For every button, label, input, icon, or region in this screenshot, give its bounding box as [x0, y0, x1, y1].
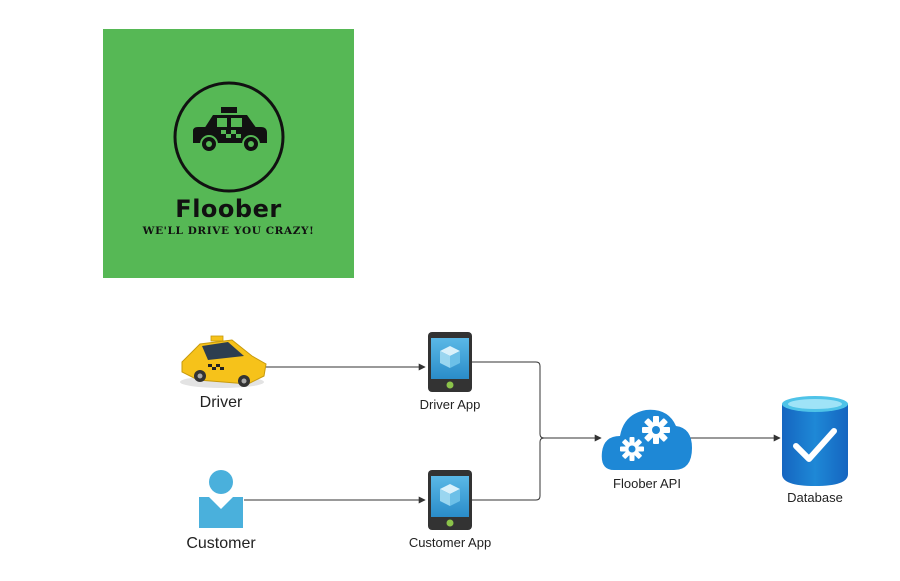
node-label-driver-app: Driver App — [419, 397, 481, 412]
database-check-icon — [782, 396, 848, 486]
customer-app-phone-icon — [428, 470, 472, 530]
logo-title: Floober — [175, 195, 282, 223]
edge-customer-app-to-api — [472, 437, 545, 501]
logo-tagline: WE'LL DRIVE YOU CRAZY! — [142, 225, 315, 237]
node-label-driver: Driver — [199, 394, 243, 411]
node-label-customer-app: Customer App — [408, 535, 492, 550]
user-icon — [199, 470, 243, 528]
floober-logo: Floober WE'LL DRIVE YOU CRAZY! — [103, 29, 354, 278]
driver-app-phone-icon — [428, 332, 472, 392]
taxi-icon — [173, 81, 285, 193]
taxi-car-icon — [180, 335, 267, 388]
node-label-database: Database — [787, 490, 843, 505]
node-label-customer: Customer — [186, 535, 256, 552]
node-label-floober-api: Floober API — [613, 476, 681, 491]
cloud-gears-icon — [601, 409, 692, 470]
